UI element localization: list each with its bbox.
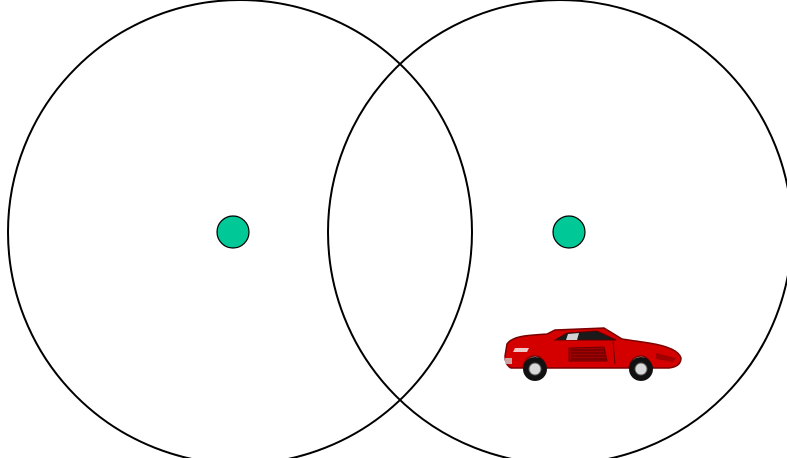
front-wheel-rim	[529, 363, 541, 375]
front-bumper	[505, 358, 512, 364]
right-center-dot	[553, 216, 585, 248]
rear-wheel-rim	[635, 363, 647, 375]
left-center-dot	[217, 216, 249, 248]
front-light	[513, 348, 529, 352]
